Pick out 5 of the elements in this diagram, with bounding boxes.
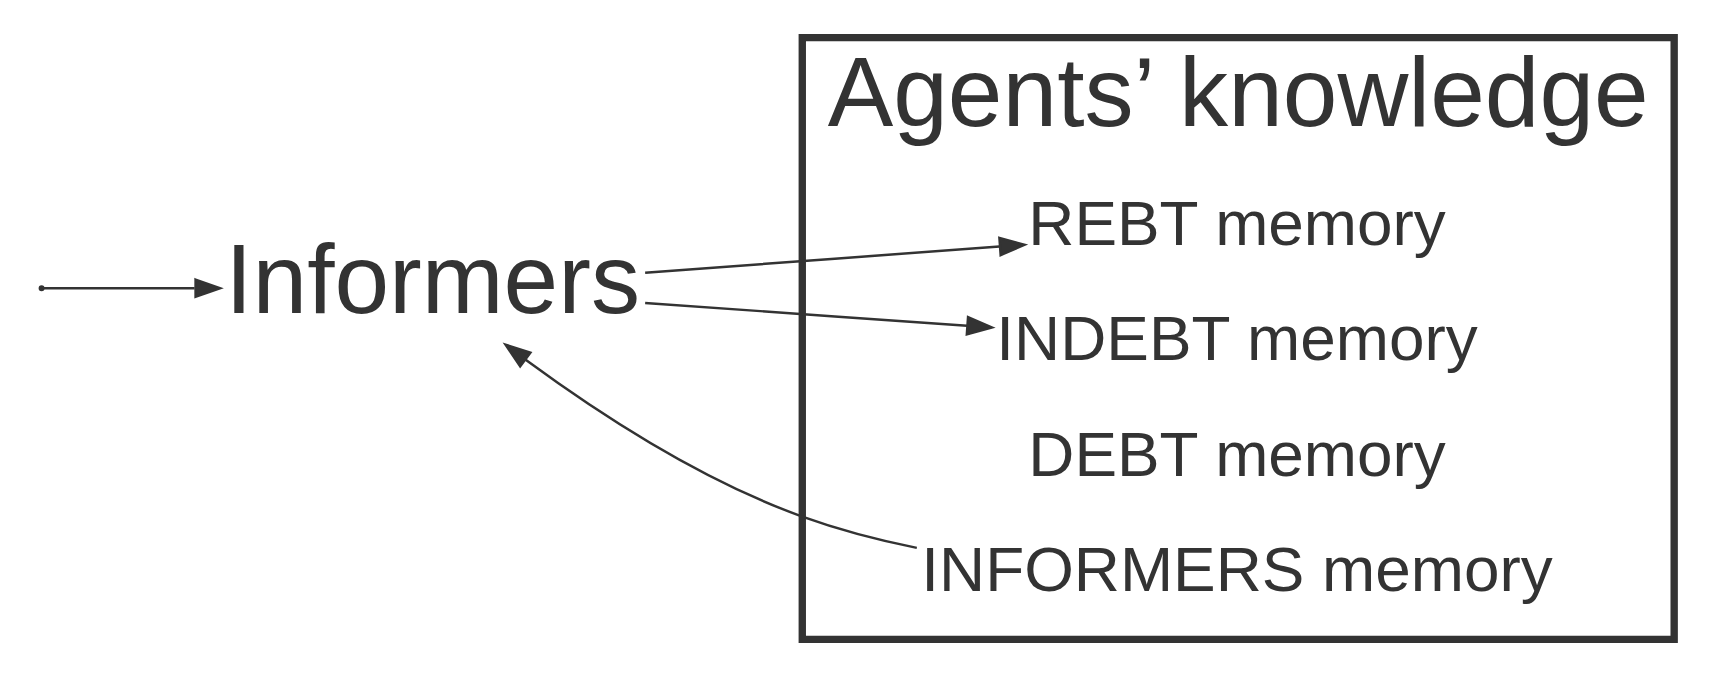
node-text: DEBT memory bbox=[1027, 417, 1446, 490]
node-text: INDEBT memory bbox=[995, 302, 1478, 375]
node-text: REBT memory bbox=[1027, 186, 1446, 259]
node-text: INFORMERS memory bbox=[920, 532, 1553, 605]
node-text: Informers bbox=[224, 223, 640, 334]
